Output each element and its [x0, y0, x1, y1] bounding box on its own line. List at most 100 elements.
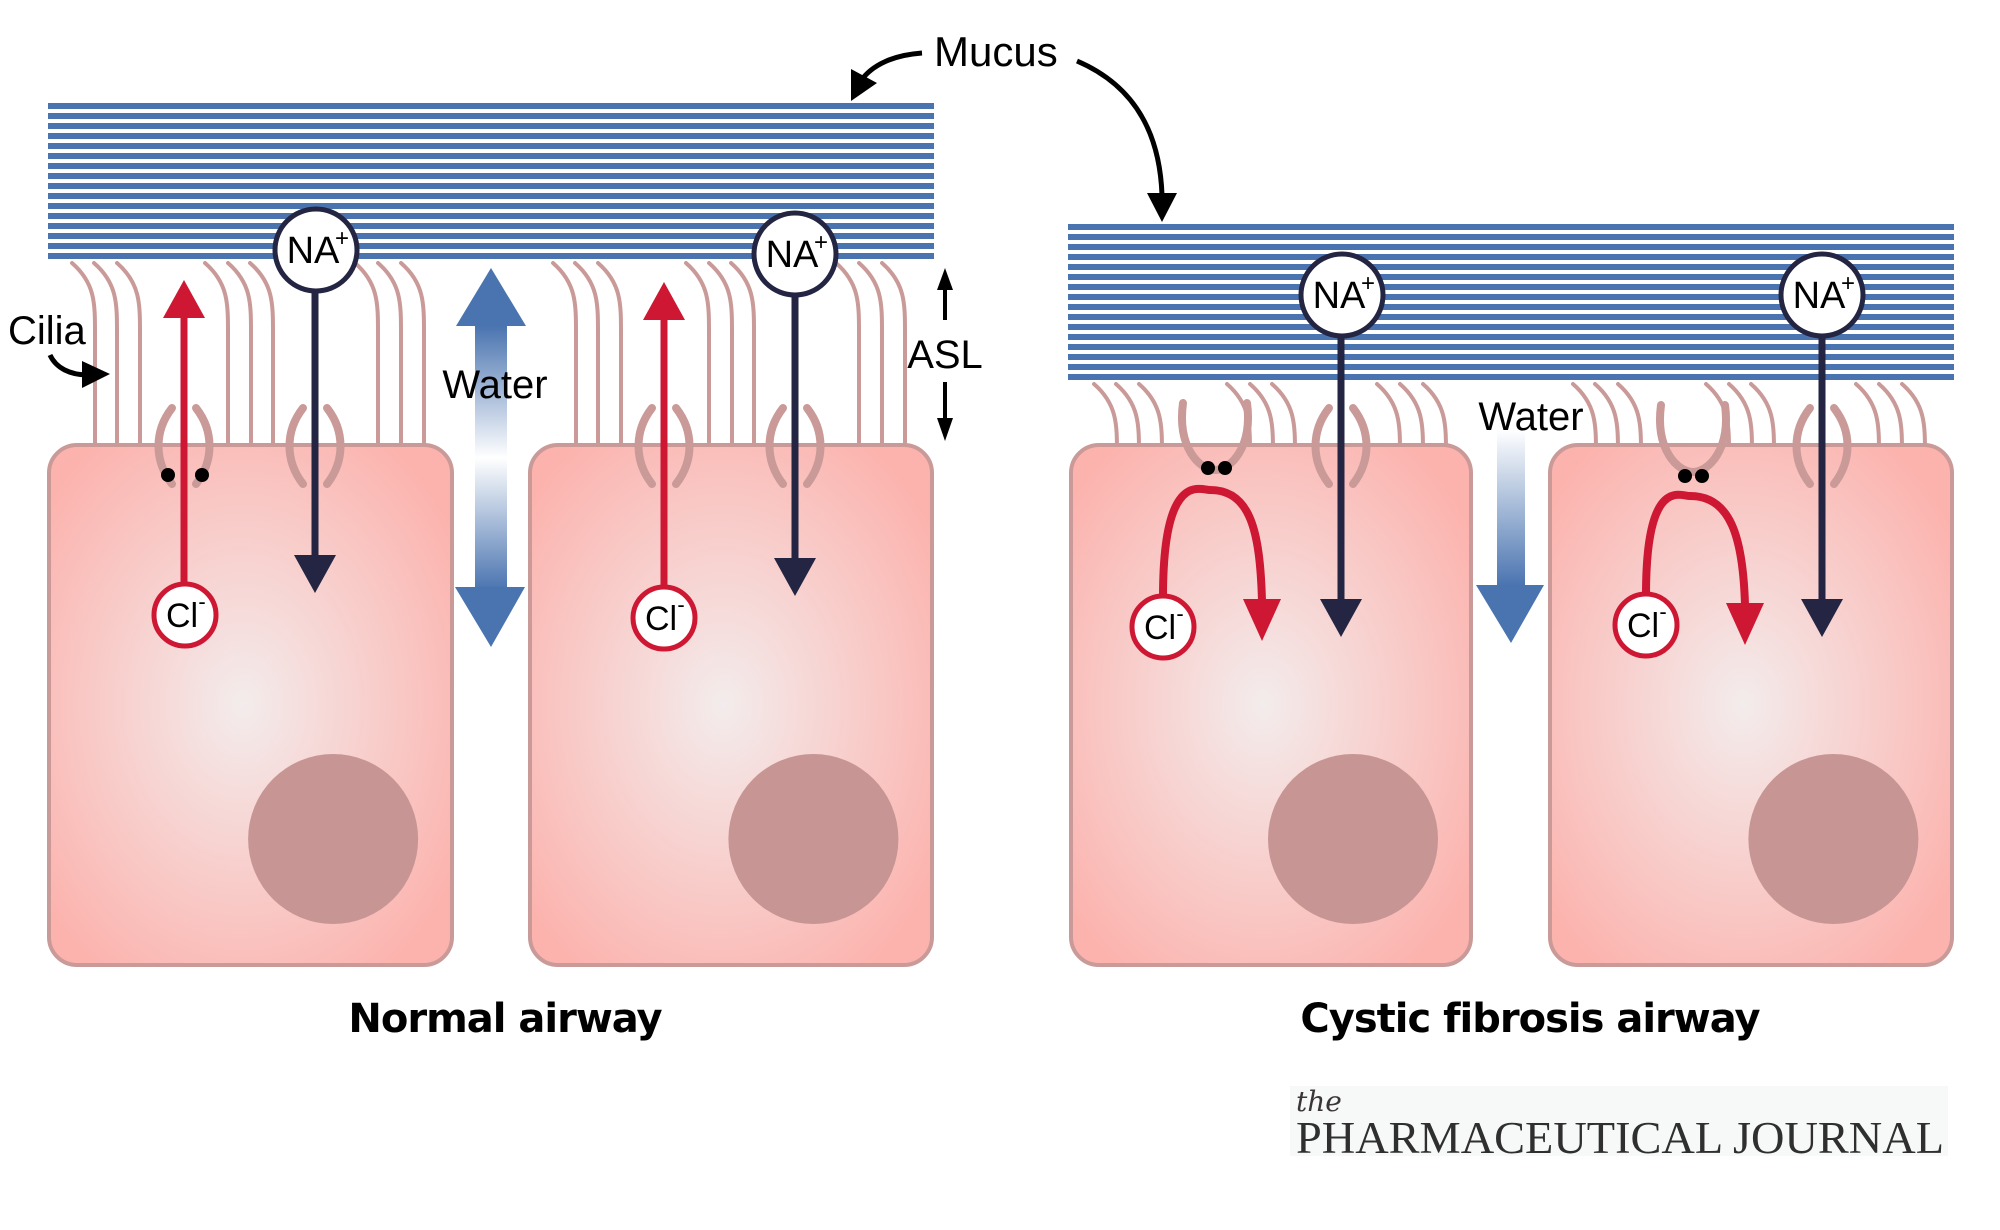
chloride-recycle-arrow [1642, 490, 1749, 606]
chloride-arrowhead-up-icon [163, 280, 205, 318]
chloride-ion-label: Cl [1627, 607, 1659, 645]
cilia-arrowhead-icon [82, 361, 110, 388]
asl-arrowhead-down-icon [937, 418, 953, 441]
mucus-stripe [1068, 334, 1954, 340]
chloride-arrowhead-down-icon [1243, 599, 1281, 641]
gate-dot [1218, 461, 1232, 475]
water-flow-arrows [455, 268, 1544, 647]
chloride-ion-circle [1612, 591, 1680, 659]
mucus-stripe [48, 193, 934, 199]
mucus-stripe [48, 243, 934, 249]
cilium [226, 261, 253, 447]
mucus-layers [48, 103, 1954, 380]
mucus-stripe [1068, 254, 1954, 260]
mucus-stripe [48, 133, 934, 139]
chloride-charge-label: - [1176, 601, 1183, 626]
cilium [551, 261, 578, 447]
mucus-stripe [48, 103, 934, 109]
chloride-ion-label: Cl [645, 600, 677, 638]
mucus-stripe [1068, 274, 1954, 280]
mucus-stripe [48, 173, 934, 179]
gate-dot [1695, 469, 1709, 483]
gate-dot [195, 468, 209, 482]
gate-dot [161, 468, 175, 482]
mucus-arrowhead-right-icon [1147, 193, 1177, 222]
gate-dot [1678, 469, 1692, 483]
chloride-ion-circle [151, 581, 219, 649]
mucus-stripe [48, 163, 934, 169]
cftr-channel-closed [1178, 399, 1252, 475]
cell-nucleus [248, 754, 419, 924]
sodium-charge-label: + [1841, 270, 1855, 297]
cilium [834, 261, 861, 447]
sodium-charge-label: + [814, 229, 828, 256]
chloride-recycle-arrow [1159, 484, 1266, 602]
cilium [248, 261, 275, 447]
mucus-stripe [48, 183, 934, 189]
cilia-annotation: Cilia [8, 309, 110, 388]
sodium-ion-circle [1298, 251, 1386, 339]
mucus-stripe [48, 253, 934, 259]
mucus-stripe [48, 143, 934, 149]
water-label-normal: Water [442, 363, 547, 407]
mucus-stripe [1068, 244, 1954, 250]
water-arrowhead-down-icon [1476, 585, 1544, 643]
mucus-stripe [1068, 364, 1954, 370]
gate-dot [1201, 461, 1215, 475]
mucus-stripe [1068, 354, 1954, 360]
enac-channel [1792, 404, 1814, 488]
cftr-channel [634, 404, 656, 488]
mucus-stripe [1068, 294, 1954, 300]
water-arrow-shaft [475, 326, 507, 590]
enac-channel [323, 404, 345, 488]
logo-background [1290, 1086, 1948, 1156]
mucus-stripe [1068, 374, 1954, 380]
sodium-charge-label: + [1361, 270, 1375, 297]
cell-nucleus [728, 754, 899, 924]
cilium [115, 261, 142, 447]
cilium [684, 261, 711, 447]
water-arrowhead-down-icon [455, 587, 525, 647]
sodium-ion-label: NA [766, 234, 819, 276]
sodium-arrowhead-icon [294, 555, 336, 593]
cilium [573, 261, 600, 447]
cilium [92, 261, 119, 447]
mucus-stripe [48, 203, 934, 209]
cilium [70, 261, 97, 447]
chloride-ion-label: Cl [1144, 609, 1176, 647]
asl-arrowhead-up-icon [937, 268, 953, 290]
cilium [203, 261, 230, 447]
chloride-arrowhead-down-icon [1726, 603, 1764, 645]
sodium-ion-label: NA [287, 230, 340, 272]
mucus-arrow-right-icon [1076, 58, 1165, 196]
ion-transport: Cl-NA+Cl-NA+Cl-NA+Cl-NA+ [151, 206, 1866, 661]
mucus-arrow-left-icon [857, 50, 923, 84]
chloride-ion-label: Cl [166, 597, 198, 635]
logo-prefix: the [1296, 1085, 1342, 1118]
asl-annotation: ASL [907, 268, 983, 441]
mucus-stripe [48, 213, 934, 219]
logo-name: PHARMACEUTICAL JOURNAL [1296, 1113, 1944, 1163]
asl-label: ASL [907, 333, 983, 377]
cilium [399, 261, 426, 447]
mucus-stripe [1068, 324, 1954, 330]
mucus-stripe [1068, 234, 1954, 240]
ion-channels [154, 399, 1852, 488]
mucus-stripe [1068, 224, 1954, 230]
chloride-ion-circle [630, 584, 698, 652]
chloride-charge-label: - [1659, 599, 1666, 624]
cilia-label: Cilia [8, 309, 87, 353]
mucus-stripe [48, 233, 934, 239]
water-arrow-shaft [1497, 430, 1525, 586]
mucus-stripe [1068, 344, 1954, 350]
cilium [596, 261, 623, 447]
sodium-arrowhead-icon [1801, 599, 1843, 637]
water-label-cf: Water [1478, 395, 1583, 439]
enac-channel [1311, 404, 1333, 488]
enac-channel [1830, 404, 1852, 488]
water-arrowhead-up-icon [456, 268, 526, 326]
enac-channel [1349, 404, 1371, 488]
chloride-charge-label: - [677, 592, 684, 617]
mucus-annotation: Mucus [851, 28, 1177, 222]
sodium-charge-label: + [335, 225, 349, 252]
